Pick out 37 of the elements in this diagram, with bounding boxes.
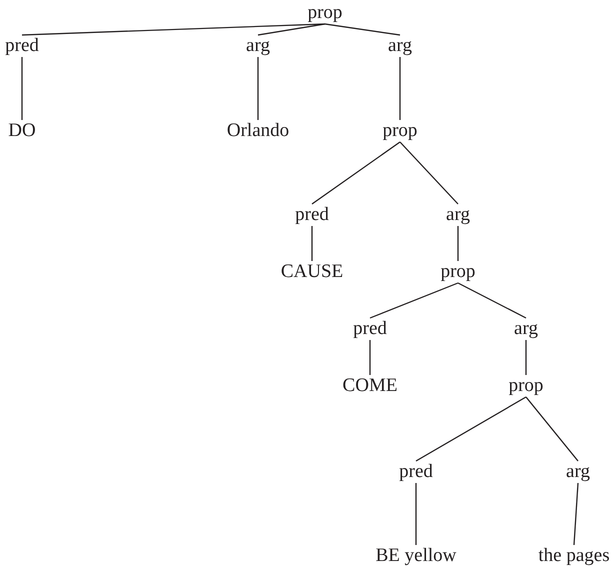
tree-branch	[458, 282, 526, 319]
tree-branch	[311, 226, 313, 261]
tree-node-label: arg	[245, 35, 271, 57]
tree-branch	[369, 340, 371, 375]
tree-node-label: prop	[508, 375, 544, 397]
tree-node-label: arg	[565, 461, 591, 483]
tree-branch	[399, 57, 401, 120]
tree-node-label: arg	[513, 318, 539, 340]
tree-node-label: Orlando	[226, 120, 290, 142]
tree-branch	[22, 23, 326, 36]
tree-node-label: CAUSE	[280, 261, 344, 283]
tree-branch	[415, 483, 417, 545]
tree-branch	[400, 142, 458, 204]
tree-node-label: BE yellow	[374, 545, 458, 567]
tree-node-label: arg	[445, 204, 471, 226]
tree-node-label: prop	[440, 261, 476, 283]
tree-node-label: pred	[4, 35, 40, 57]
tree-node-label: pred	[294, 204, 330, 226]
tree-node-label: DO	[7, 120, 37, 142]
tree-node-label: COME	[342, 375, 398, 397]
tree-node-label: prop	[382, 120, 418, 142]
tree-branch	[312, 142, 400, 204]
tree-node-label: pred	[352, 318, 388, 340]
tree-branch	[573, 482, 579, 546]
tree-branch	[258, 23, 326, 36]
tree-branch	[457, 226, 459, 261]
tree-branch	[370, 282, 458, 319]
tree-branch	[21, 57, 23, 120]
tree-node-label: arg	[387, 35, 413, 57]
tree-node-label: prop	[306, 2, 344, 24]
tree-node-label: pred	[398, 461, 434, 483]
tree-node-label: the pages	[537, 545, 611, 567]
tree-branch	[257, 57, 259, 120]
tree-branch	[526, 396, 578, 462]
tree-branch	[525, 340, 527, 375]
tree-branch	[324, 23, 400, 36]
tree-branch	[416, 396, 526, 462]
